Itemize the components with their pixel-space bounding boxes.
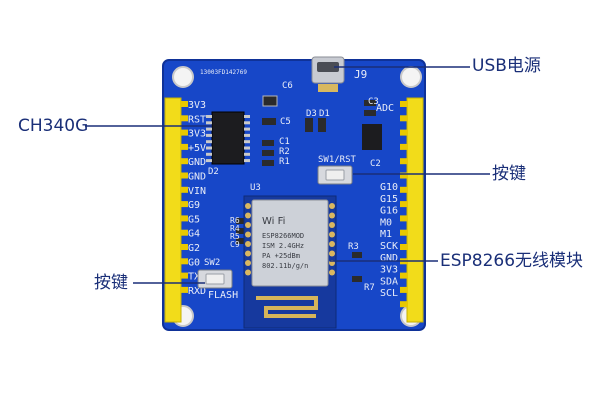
right-pin-label: M0: [380, 217, 392, 228]
ref-sw1: SW1/RST: [318, 155, 357, 165]
ref-c1: C1: [279, 137, 290, 147]
right-pin: [400, 129, 408, 136]
left-pin: [180, 143, 188, 150]
ref-flash: FLASH: [208, 290, 238, 301]
left-pin: [180, 286, 188, 293]
right-pin-label: SCL: [380, 288, 398, 299]
ref-c3: C3: [368, 97, 379, 107]
left-pin-label: TXD: [188, 272, 206, 283]
right-pin: [400, 272, 408, 279]
left-pin-label: RXD: [188, 286, 206, 297]
ref-c9: C9: [230, 240, 240, 249]
right-pin: [400, 229, 408, 236]
callout-usb-power: USB电源: [472, 56, 541, 76]
ref-sw2: SW2: [204, 258, 220, 268]
left-pin-label: GND: [188, 157, 206, 168]
left-pin: [180, 244, 188, 250]
small-components: [236, 95, 382, 282]
right-pin: [400, 201, 408, 208]
esp-module-text: Wi Fi ESP8266MOD ISM 2.4GHz PA +25dBm 802.11…: [262, 216, 308, 270]
left-pin: [180, 115, 188, 122]
left-pin: [180, 101, 188, 107]
right-pin-label: G15: [380, 194, 398, 205]
module-text-line: 802.11b/g/n: [262, 262, 308, 270]
callout-ch340g: CH340G: [18, 116, 89, 136]
module-text-line: PA +25dBm: [262, 252, 300, 260]
right-pin: [400, 244, 408, 250]
right-pin: [400, 115, 408, 122]
esp8266-module: [243, 195, 337, 329]
right-pin: [400, 101, 408, 107]
callout-button-right: 按键: [492, 164, 526, 184]
left-pin-label: G4: [188, 229, 200, 240]
right-pin-label: GND: [380, 253, 398, 264]
usb-connector: [311, 56, 345, 92]
right-pin: [400, 286, 408, 293]
left-pin-label: 3V3: [188, 100, 206, 111]
usb-ref: J9: [354, 68, 367, 81]
right-pin: [400, 172, 408, 179]
right-pin-label: SCK: [380, 241, 398, 252]
right-pin: [400, 158, 408, 165]
left-pin: [180, 272, 188, 279]
right-pin-label: 3V3: [380, 265, 398, 276]
ch340-chip: [206, 111, 250, 165]
left-pin-label: G0: [188, 257, 200, 268]
ref-c2: C2: [370, 159, 381, 169]
callout-esp8266: ESP8266无线模块: [440, 251, 584, 271]
ref-d3: D3: [306, 109, 317, 119]
right-pin-label: G16: [380, 206, 398, 217]
ref-r7: R7: [364, 283, 375, 293]
ref-r5: R5: [230, 232, 240, 241]
right-pin-label: SDA: [380, 276, 398, 287]
ref-r1: R1: [279, 157, 290, 167]
left-pin-label: G5: [188, 214, 200, 225]
left-pin-label: GND: [188, 172, 206, 183]
ref-c5: C5: [280, 117, 291, 127]
left-pin: [180, 258, 188, 265]
ref-r3: R3: [348, 242, 359, 252]
left-pin-label: VIN: [188, 186, 206, 197]
left-pin: [180, 215, 188, 222]
right-pin-label: M1: [380, 229, 392, 240]
ref-d2: D2: [208, 167, 219, 177]
ref-r4: R4: [230, 224, 240, 233]
right-pin: [400, 143, 408, 150]
right-pin-label: G10: [380, 182, 398, 193]
left-pin: [180, 172, 188, 179]
left-pin-label: RST: [188, 114, 206, 125]
left-pin: [180, 201, 188, 208]
ref-u3: U3: [250, 183, 261, 193]
left-pin: [180, 186, 188, 193]
sw2-flash-button: [197, 269, 233, 289]
right-pin-label: ADC: [376, 103, 394, 114]
left-pin-label: 3V3: [188, 129, 206, 140]
module-text-line: ESP8266MOD: [262, 232, 304, 240]
callout-button-left: 按键: [94, 273, 128, 293]
right-pin: [400, 301, 408, 308]
ref-c6: C6: [282, 81, 293, 91]
left-pin-label: G9: [188, 200, 200, 211]
left-pin: [180, 129, 188, 136]
ref-r2: R2: [279, 147, 290, 157]
left-pin-label: +5V: [188, 143, 206, 154]
module-text-line: ISM 2.4GHz: [262, 242, 304, 250]
callout-lines: [85, 66, 490, 284]
right-pin: [400, 186, 408, 193]
ref-d1: D1: [319, 109, 330, 119]
left-pin: [180, 229, 188, 236]
sw1-reset-button: [317, 165, 353, 185]
right-pin: [400, 215, 408, 222]
serial-number: 13003FD142769: [200, 69, 247, 76]
left-pin-label: G2: [188, 243, 200, 254]
left-pin: [180, 158, 188, 165]
ref-r6: R6: [230, 216, 240, 225]
wifi-logo-text: Wi Fi: [262, 216, 285, 227]
